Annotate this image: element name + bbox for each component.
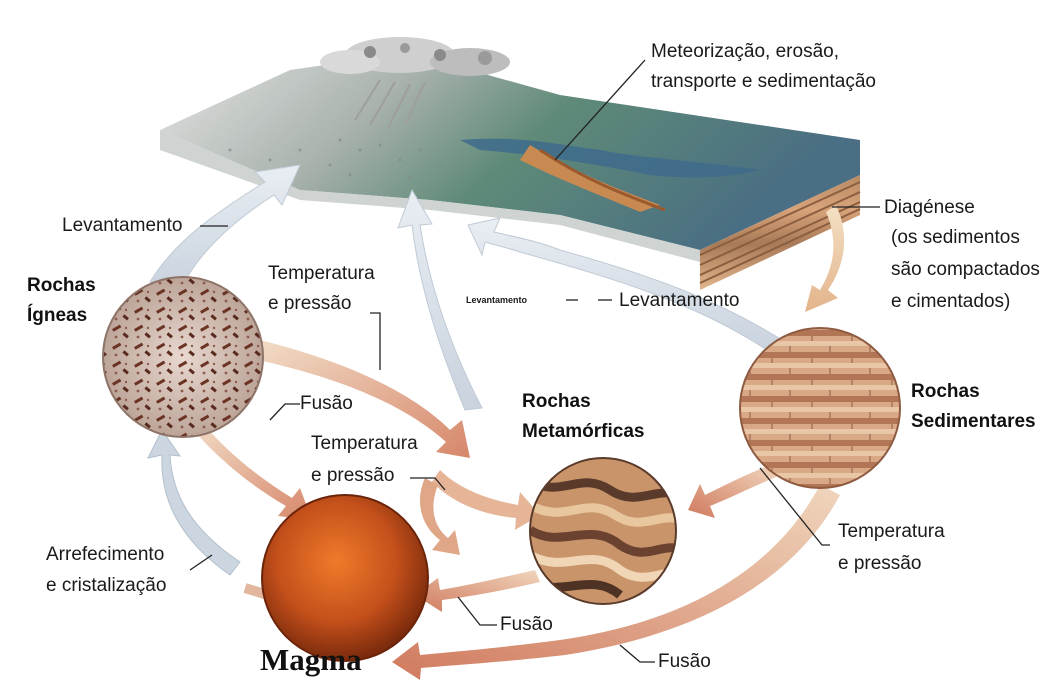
temperature-pressure-mid-line2: e pressão bbox=[311, 464, 394, 487]
cooling-label-line1: Arrefecimento bbox=[46, 543, 164, 566]
cooling-label-line2: e cristalização bbox=[46, 574, 166, 597]
weathering-label-line1: Meteorização, erosão, bbox=[651, 40, 839, 63]
diagenesis-label-line4: e cimentados) bbox=[891, 290, 1010, 313]
fusion-label-mid: Fusão bbox=[500, 613, 553, 636]
weathering-label-line2: transporte e sedimentação bbox=[651, 70, 876, 93]
temperature-pressure-top-line1: Temperatura bbox=[268, 262, 375, 285]
igneous-rock-circle bbox=[100, 275, 270, 445]
sedimentary-rock-circle bbox=[738, 326, 903, 491]
magma-title: Magma bbox=[260, 642, 362, 678]
temperature-pressure-mid-line1: Temperatura bbox=[311, 432, 418, 455]
sedimentary-rocks-title-line2: Sedimentares bbox=[911, 410, 1036, 433]
igneous-rocks-title-line1: Rochas bbox=[27, 274, 96, 297]
temperature-pressure-right-line1: Temperatura bbox=[838, 520, 945, 543]
uplift-label-small: Levantamento bbox=[466, 295, 527, 306]
igneous-rocks-title-line2: Ígneas bbox=[27, 304, 87, 327]
metamorphic-rock-circle bbox=[530, 458, 690, 604]
magma-circle bbox=[262, 495, 428, 661]
metamorphic-rocks-title-line1: Rochas bbox=[522, 390, 591, 413]
fusion-label-bottom: Fusão bbox=[658, 650, 711, 673]
uplift-label-left: Levantamento bbox=[62, 214, 182, 237]
uplift-label-mid: Levantamento bbox=[619, 289, 739, 312]
sedimentary-rocks-title-line1: Rochas bbox=[911, 380, 980, 403]
temperature-pressure-right-line2: e pressão bbox=[838, 552, 921, 575]
metamorphic-rocks-title-line2: Metamórficas bbox=[522, 420, 645, 443]
temperature-pressure-top-line2: e pressão bbox=[268, 292, 351, 315]
diagenesis-label-line1: Diagénese bbox=[884, 196, 975, 219]
diagenesis-label-line2: (os sedimentos bbox=[891, 226, 1020, 249]
diagenesis-label-line3: são compactados bbox=[891, 258, 1040, 281]
fusion-label-left: Fusão bbox=[300, 392, 353, 415]
